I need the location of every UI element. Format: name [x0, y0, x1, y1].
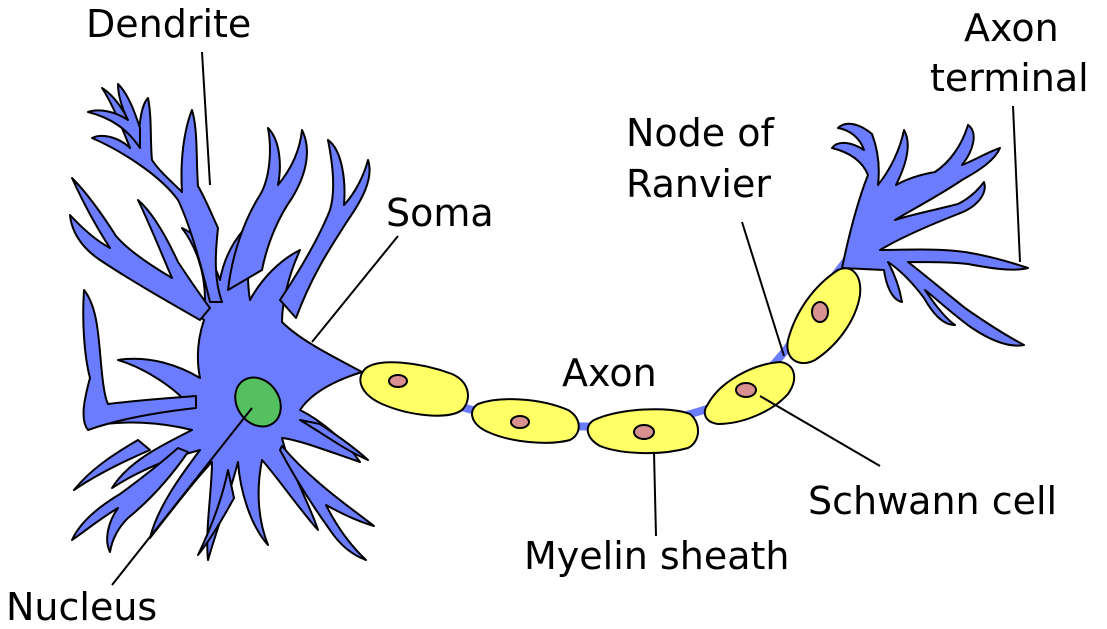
dendrite-branch [73, 439, 151, 491]
dendrite-label: Dendrite [86, 2, 251, 46]
soma-label: Soma [386, 191, 494, 235]
schwann-nucleus [510, 415, 530, 429]
schwann-cell-leader [759, 395, 881, 467]
dendrite-branch [299, 419, 369, 461]
terminal-branch [831, 122, 1029, 347]
nucleus-leader [111, 407, 253, 586]
dendrite-leader [201, 51, 211, 186]
labels: Dendrite Soma Nucleus Axon Node of Ranvi… [6, 2, 1089, 629]
axon-terminal-leader [1012, 105, 1021, 263]
axon-terminal-label-line2: terminal [930, 56, 1089, 100]
schwann-nucleus [811, 301, 829, 323]
axon-label: Axon [562, 351, 657, 395]
myelin-sheath-segments [359, 267, 862, 455]
dendrite-branch [71, 447, 189, 553]
dendrite-branch [87, 83, 141, 149]
leader-lines [111, 51, 1021, 586]
schwann-nucleus [633, 424, 655, 440]
dendrite-branch [69, 177, 211, 321]
nucleus-label: Nucleus [6, 585, 157, 629]
axon-terminal-label-line1: Axon [964, 6, 1059, 50]
dendrite-branch [197, 469, 235, 556]
dendrite-branch [227, 127, 308, 291]
dendrite-branch [279, 445, 375, 561]
schwann-cell-label: Schwann cell [808, 479, 1057, 523]
dendrite-branch [91, 87, 223, 303]
axon-terminal [831, 122, 1029, 347]
soma-and-dendrites [69, 83, 375, 561]
myelin-sheath-leader [653, 451, 657, 537]
dendrite-branch [82, 289, 197, 431]
soma-leader [311, 235, 399, 343]
dendrite-branch [279, 139, 371, 319]
schwann-nucleus [735, 382, 757, 398]
schwann-nucleus [388, 374, 408, 388]
myelin-sheath-label: Myelin sheath [524, 534, 789, 578]
node-of-ranvier-label-line2: Ranvier [626, 162, 771, 206]
node-of-ranvier-leader [741, 221, 785, 357]
myelin-segment [359, 361, 469, 417]
node-of-ranvier-label-line1: Node of [626, 111, 776, 155]
